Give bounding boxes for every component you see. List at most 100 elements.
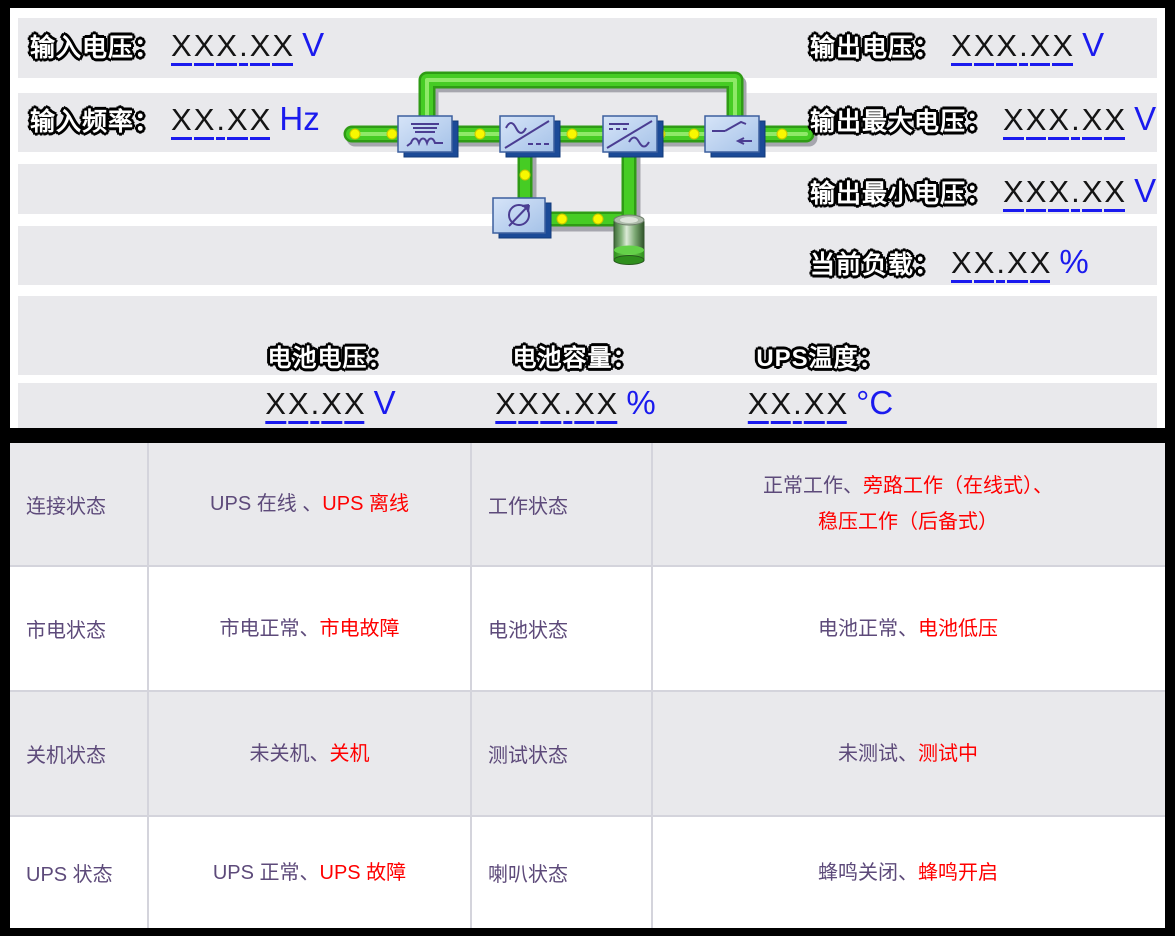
status-value-normal: 未关机、 [249,742,330,765]
ups-power-flow-diagram [343,71,818,265]
value-char: X [826,388,848,424]
value-char: X [1025,104,1047,140]
status-values-cell: 正常工作、旁路工作（在线式）、稳压工作（后备式） [653,443,1163,565]
value-char: X [1048,104,1070,140]
output-max-voltage-value: XXX.XX [1002,102,1126,140]
status-values-cell: 未测试、测试中 [653,692,1163,815]
input-voltage-line: 输入电压： XXX.XX V [30,26,324,66]
status-values-cell: 市电正常、市电故障 [149,567,472,690]
output-min-voltage-value: XXX.XX [1002,174,1126,212]
value-char: X [171,30,192,66]
value-char: X [171,104,192,140]
value-char: X [573,388,595,424]
value-char: X [1081,104,1103,140]
stripe-row [18,18,1157,78]
status-values-cell: UPS 在线 、UPS 离线 [149,443,472,565]
rectifier-ac-dc-icon [499,115,561,158]
status-values-cell: 未关机、关机 [149,692,472,815]
ups-temperature-line: XX.XX °C [747,384,893,424]
value-char: X [951,247,972,283]
stripe-row [18,383,1157,428]
current-load-label: 当前负载： [810,251,941,279]
inverter-dc-ac-icon [602,115,664,158]
value-char: X [1007,247,1028,283]
value-char: X [287,388,309,424]
value-char: X [1048,176,1070,212]
value-char: X [249,30,271,66]
status-value-normal: 电池正常、 [818,617,918,640]
stripe-row [18,164,1157,214]
value-char: X [1104,176,1126,212]
value-char: X [770,388,792,424]
value-char: . [996,247,1006,283]
value-char: X [227,104,248,140]
battery-voltage-line: XX.XX V [264,384,396,424]
value-char: . [1019,30,1028,66]
status-value-alert: 测试中 [918,742,978,765]
value-char: . [793,388,802,424]
battery-capacity-line: XXX.XX % [494,384,656,424]
stripe-row [18,226,1157,285]
input-frequency-line: 输入频率： XX.XX Hz [30,100,320,140]
stripe-row [18,296,1157,375]
status-name-cell: 电池状态 [472,567,653,690]
status-value-alert: 蜂鸣开启 [918,861,998,884]
status-name-cell: 测试状态 [472,692,653,815]
output-max-voltage-label: 输出最大电压： [810,108,993,136]
value-char: X [596,388,618,424]
battery-voltage-unit: V [373,384,396,421]
table-row: 关机状态未关机、关机测试状态未测试、测试中 [10,690,1165,815]
value-char: X [973,30,995,66]
output-voltage-line: 输出电压： XXX.XX V [810,26,1104,66]
status-name-cell: 工作状态 [472,443,653,565]
value-char: . [216,104,226,140]
value-char: X [996,30,1018,66]
section-divider [0,428,1175,443]
value-char: . [239,30,248,66]
output-switch-icon [704,115,766,158]
current-load-value: XX.XX [950,245,1051,283]
value-char: . [1071,104,1080,140]
value-char: . [563,388,572,424]
value-char: X [193,30,215,66]
value-char: X [1052,30,1074,66]
status-value-alert: 稳压工作（后备式） [818,511,998,533]
current-load-line: 当前负载： XX.XX % [810,243,1089,283]
value-char: X [495,388,516,424]
output-min-voltage-line: 输出最小电压： XXX.XX V [810,172,1156,212]
input-filter-icon [397,115,459,158]
battery-capacity-unit: % [626,384,656,421]
output-voltage-unit: V [1082,26,1105,63]
value-char: X [1104,104,1126,140]
value-char: X [193,104,215,140]
value-char: X [1029,30,1051,66]
output-min-voltage-label: 输出最小电压： [810,180,993,208]
value-char: X [216,30,238,66]
value-char: X [1029,247,1051,283]
value-char: X [540,388,562,424]
input-frequency-value: XX.XX [170,102,271,140]
status-name-cell: 关机状态 [10,692,149,815]
battery-voltage-label: 电池电压： [267,345,393,372]
current-load-unit: % [1059,243,1089,280]
status-name-cell: 连接状态 [10,443,149,565]
status-values-cell: 电池正常、电池低压 [653,567,1163,690]
value-char: X [747,388,769,424]
input-voltage-value: XXX.XX [170,28,294,66]
value-char: X [249,104,271,140]
status-value-normal: 蜂鸣关闭、 [818,861,918,884]
value-char: X [343,388,365,424]
status-value-alert: 电池低压 [918,617,998,640]
status-name-cell: UPS 状态 [10,817,149,928]
status-value-alert: UPS 离线 [322,493,409,515]
status-value-normal: UPS 正常、 [212,861,320,884]
value-char: X [1081,176,1103,212]
status-name-cell: 市电状态 [10,567,149,690]
status-values-cell: UPS 正常、UPS 故障 [149,817,472,928]
input-frequency-unit: Hz [279,100,320,137]
output-max-voltage-unit: V [1134,100,1157,137]
output-voltage-label: 输出电压： [810,34,941,62]
status-value-alert: 市电故障 [319,617,400,640]
